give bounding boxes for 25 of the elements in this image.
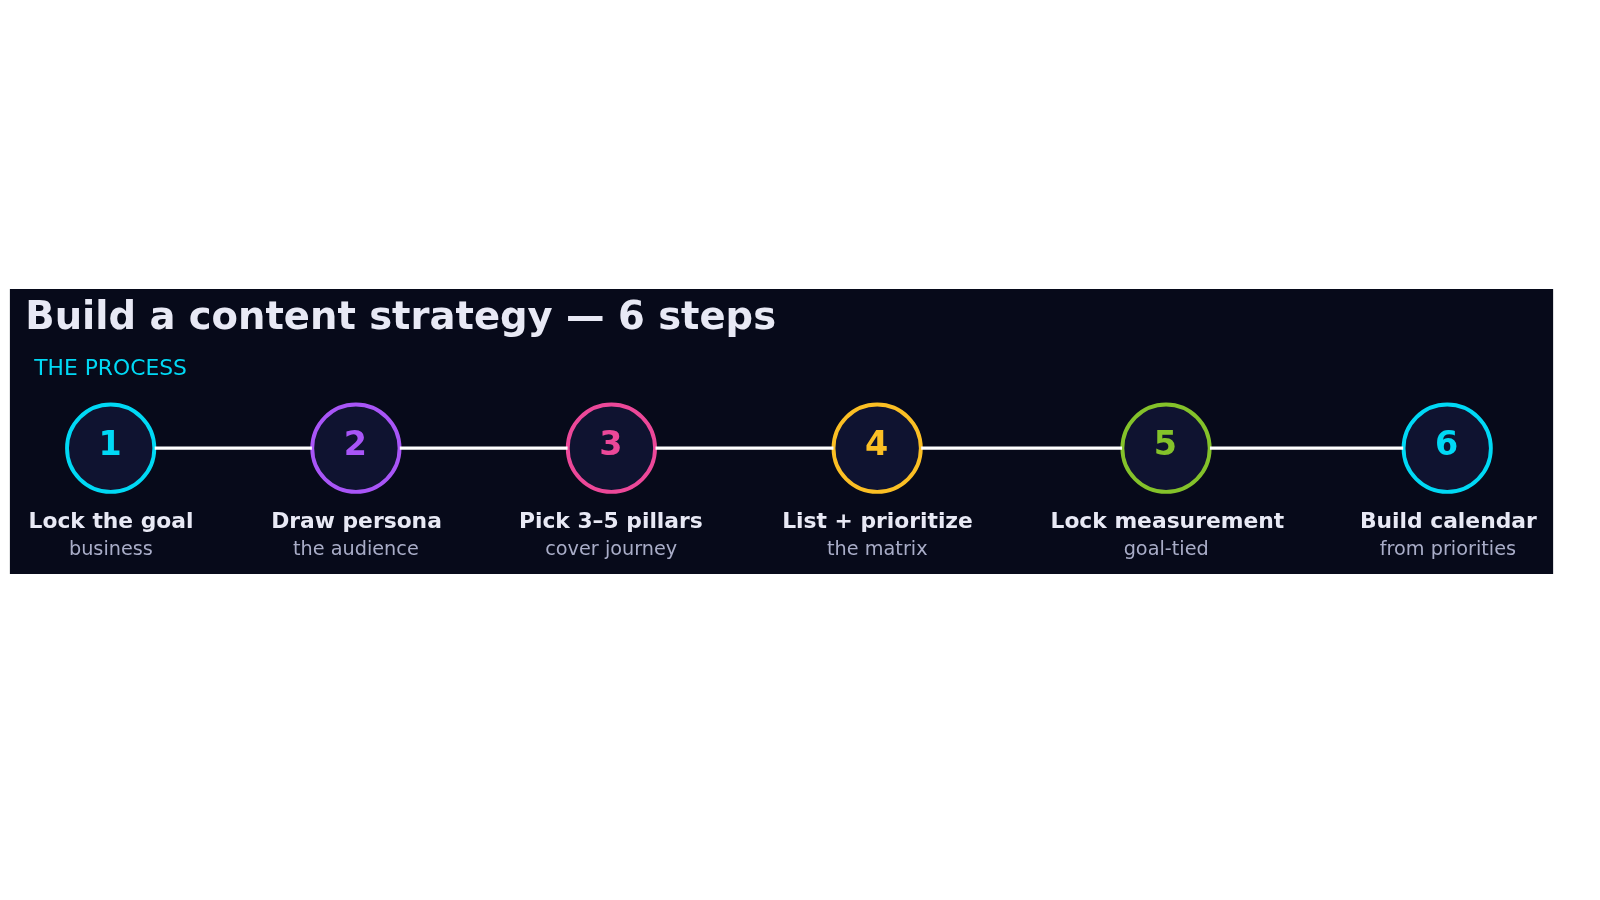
node-label: the audience bbox=[292, 537, 419, 561]
connector bbox=[655, 446, 834, 450]
node-label: the matrix bbox=[827, 537, 928, 561]
node-label: Lock the goal bbox=[28, 507, 194, 533]
connector bbox=[399, 446, 568, 450]
node-circle: 3 bbox=[565, 402, 657, 494]
node-circle: 1 bbox=[65, 402, 157, 494]
node-label: Draw persona bbox=[271, 507, 442, 533]
connector bbox=[1209, 446, 1404, 450]
label: THE PROCESS bbox=[34, 355, 187, 381]
node-circle: 6 bbox=[1401, 402, 1493, 494]
node-label: cover journey bbox=[545, 537, 678, 561]
node-label: from priorities bbox=[1379, 537, 1517, 561]
node-label: Pick 3–5 pillars bbox=[518, 507, 703, 533]
node-label: Build calendar bbox=[1359, 507, 1537, 533]
node-circle: 5 bbox=[1120, 402, 1212, 494]
connector bbox=[921, 446, 1123, 450]
diagram-title: Build a content strategy — 6 steps bbox=[25, 292, 777, 338]
node-circle: 4 bbox=[831, 402, 923, 494]
node-circle: 2 bbox=[310, 402, 402, 494]
connector bbox=[154, 446, 312, 450]
node-label: business bbox=[68, 537, 153, 561]
node-label: List + prioritize bbox=[782, 507, 973, 533]
node-label: goal-tied bbox=[1123, 537, 1209, 561]
node-label: Lock measurement bbox=[1050, 507, 1285, 533]
